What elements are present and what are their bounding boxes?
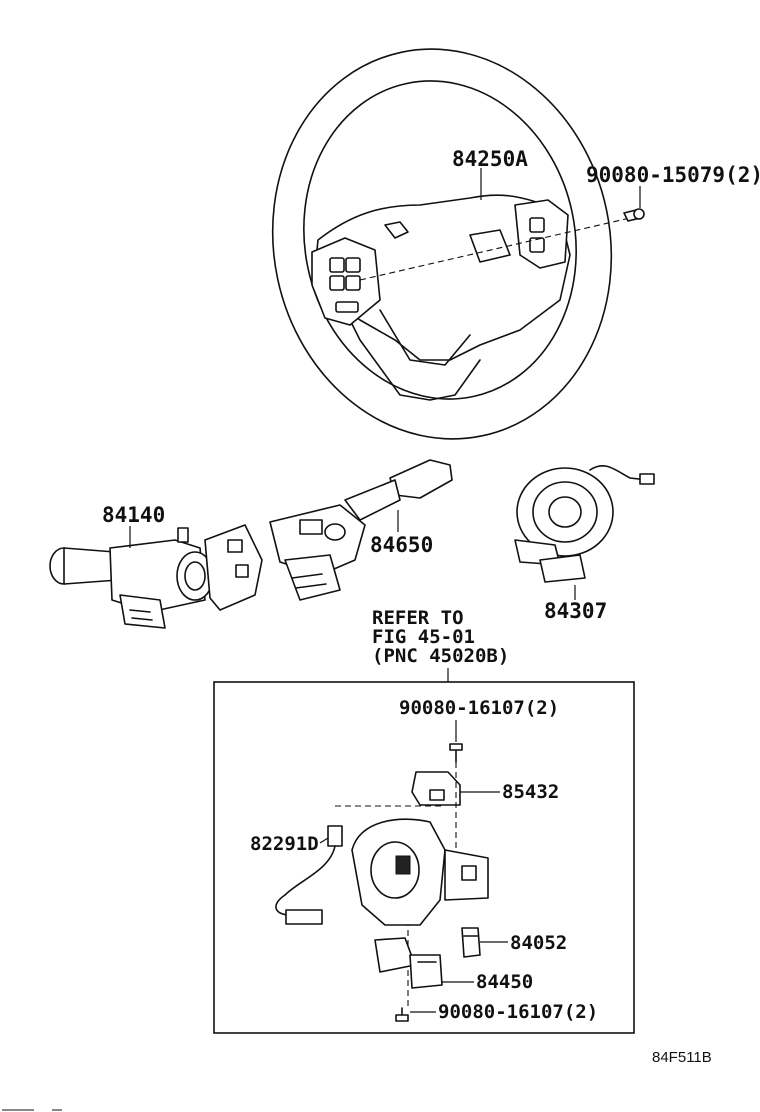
label-screw-lower: 90080-16107(2) (438, 1001, 598, 1023)
label-84052: 84052 (510, 932, 567, 954)
lead-82291d (319, 837, 329, 844)
switch-85432-drawing (411, 771, 461, 806)
part-84450-drawing (374, 937, 443, 989)
detail-box (213, 681, 635, 1034)
label-84650: 84650 (370, 533, 433, 557)
combo-switch-drawing (49, 524, 263, 629)
label-84140: 84140 (102, 503, 165, 527)
refer-line-1: REFER TO (372, 607, 464, 629)
label-screw-upper: 90080-16107(2) (399, 697, 559, 719)
steering-wheel-drawing (271, 48, 631, 440)
label-82291d: 82291D (250, 833, 319, 855)
label-85432: 85432 (502, 781, 559, 803)
label-84450: 84450 (476, 971, 533, 993)
sensor-82291d-drawing (275, 825, 343, 925)
label-84250a: 84250A (452, 147, 528, 171)
screw-lower-drawing (395, 1007, 409, 1022)
screw-upper-drawing (449, 743, 463, 763)
wiper-switch-drawing (269, 459, 453, 601)
screw-top-drawing (623, 208, 645, 222)
label-84307: 84307 (544, 599, 607, 623)
label-screw-top: 90080-15079(2) (586, 163, 760, 187)
refer-line-2: FIG 45-01 (372, 626, 475, 648)
refer-line-3: (PNC 45020B) (372, 645, 509, 667)
figure-code: 84F511B (652, 1049, 712, 1066)
lock-housing-drawing (351, 818, 489, 926)
spiral-cable-drawing (514, 465, 655, 583)
part-84052-drawing (461, 927, 481, 958)
